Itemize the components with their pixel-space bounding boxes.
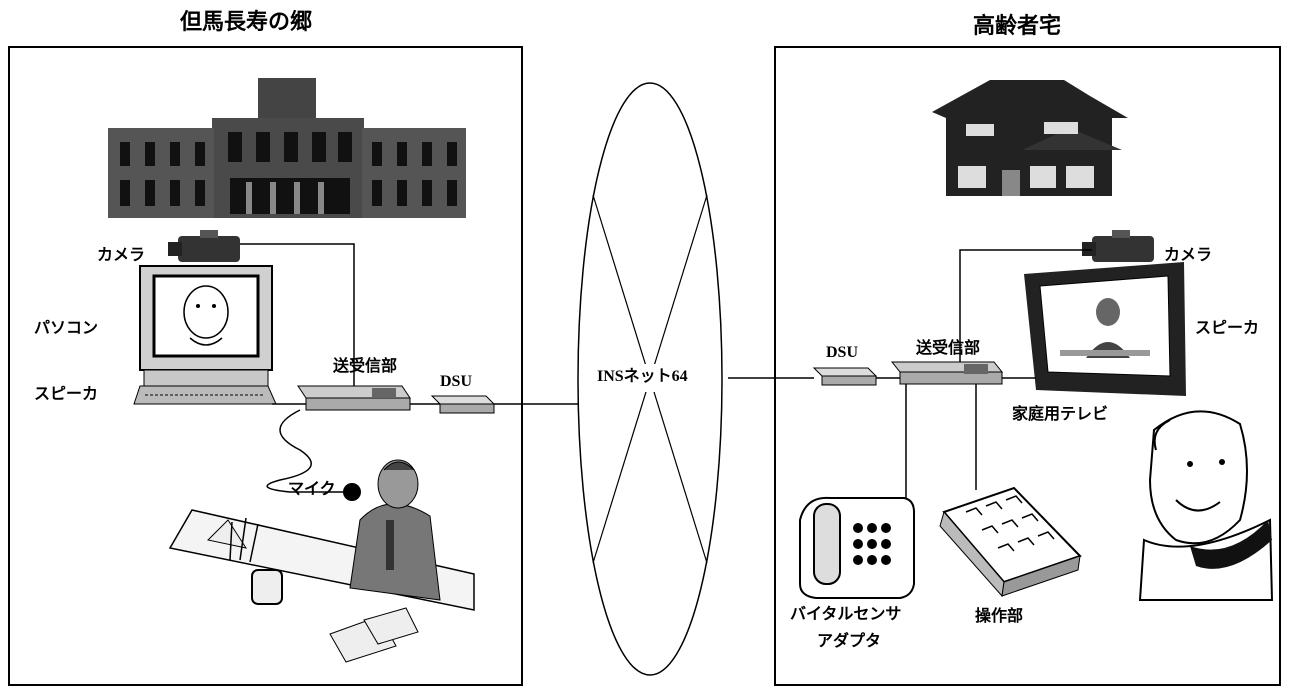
facility-building-icon: [108, 78, 466, 218]
left-dsu-label: DSU: [440, 374, 472, 390]
control-unit-label: 操作部: [975, 608, 1023, 624]
left-connections: [240, 244, 578, 492]
right-tv-label: 家庭用テレビ: [1012, 406, 1108, 422]
house-icon: [932, 80, 1128, 196]
microphone-icon: [343, 483, 361, 501]
left-pc-label: パソコン: [34, 320, 98, 336]
dsu-device-icon-right: [814, 368, 876, 385]
vital-sensor-label-line1: バイタルセンサ: [790, 606, 901, 622]
left-camera-label: カメラ: [97, 247, 145, 263]
transceiver-device-icon: [298, 386, 410, 410]
right-dsu-label: DSU: [826, 345, 858, 361]
right-camera-label: カメラ: [1164, 247, 1212, 263]
control-unit-icon: [940, 488, 1080, 596]
left-transceiver-label: 送受信部: [333, 358, 397, 374]
right-transceiver-label: 送受信部: [916, 340, 980, 356]
network-label: INSネット64: [597, 369, 688, 385]
transceiver-device-icon-right: [892, 362, 1002, 384]
left-mic-label: マイク: [288, 481, 336, 497]
left-speaker-label: スピーカ: [34, 386, 98, 402]
dsu-device-icon: [432, 396, 494, 413]
right-site-title: 高齢者宅: [973, 16, 1061, 38]
tv-icon: [1024, 262, 1186, 396]
keyboard-icon: [134, 386, 276, 404]
vital-sensor-phone-icon: [800, 498, 914, 598]
right-speaker-label: スピーカ: [1195, 320, 1259, 336]
camera-icon-right: [1082, 230, 1154, 262]
left-site-title: 但馬長寿の郷: [180, 12, 312, 34]
elderly-person-icon: [1140, 411, 1272, 600]
vital-sensor-label-line2: アダプタ: [817, 633, 881, 649]
camera-icon: [168, 230, 240, 262]
pc-monitor-icon: [140, 266, 272, 386]
